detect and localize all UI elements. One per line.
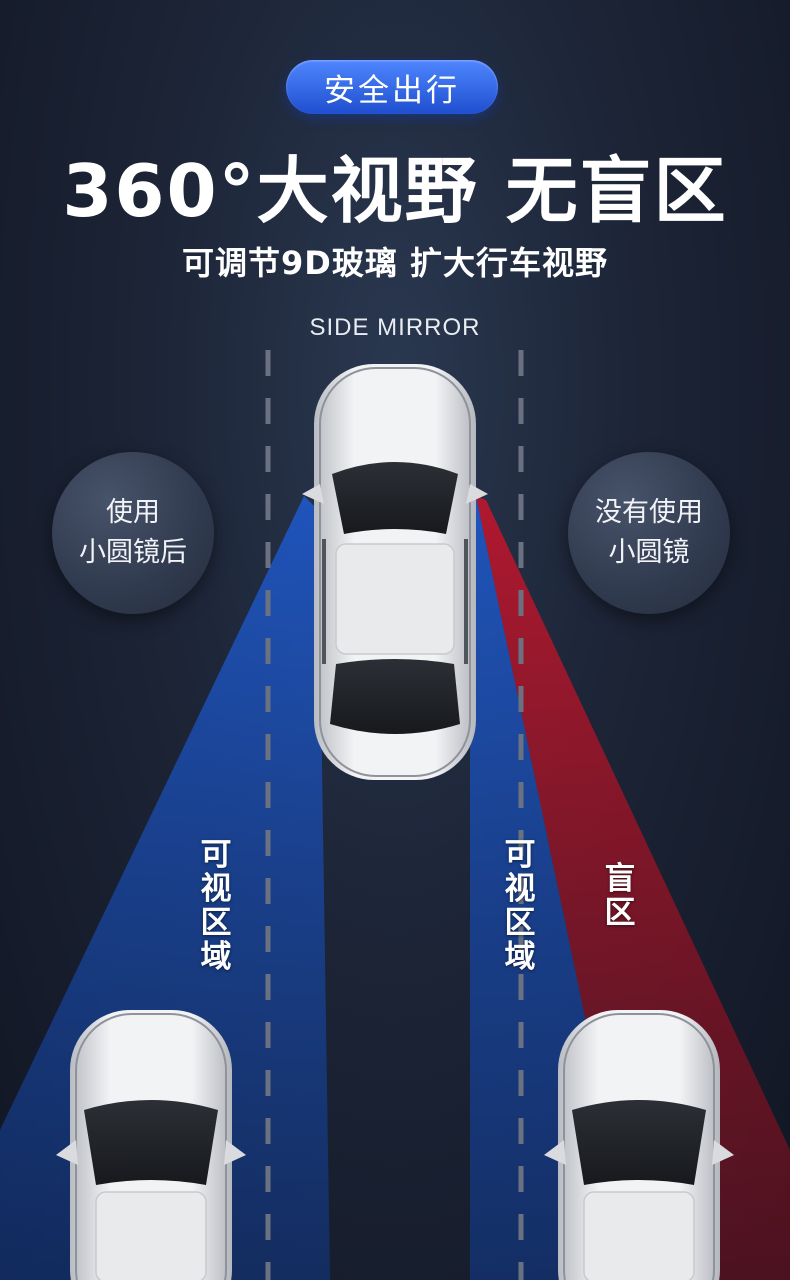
rear-left-car bbox=[56, 1010, 246, 1280]
right-visible-zone-label: 可视区域 bbox=[504, 837, 536, 975]
page-subtitle: 可调节9D玻璃 扩大行车视野 bbox=[182, 244, 608, 282]
bubble-left-line-2: 小圆镜后 bbox=[79, 537, 187, 568]
rear-right-car bbox=[544, 1010, 734, 1280]
left-visible-zone-label: 可视区域 bbox=[200, 837, 232, 975]
bubble-without-mirror: 没有使用 小圆镜 bbox=[568, 452, 730, 614]
bubble-left-line-1: 使用 bbox=[106, 497, 160, 528]
bubble-right-line-2: 小圆镜 bbox=[608, 537, 690, 568]
header-badge: 安全出行 bbox=[286, 60, 498, 114]
blind-zone-label: 盲区 bbox=[604, 861, 636, 931]
bubble-with-mirror: 使用 小圆镜后 bbox=[52, 452, 214, 614]
side-mirror-tag: SIDE MIRROR bbox=[309, 314, 481, 341]
bubble-right-line-1: 没有使用 bbox=[595, 497, 703, 528]
main-car bbox=[302, 364, 488, 780]
page-title: 360°大视野 无盲区 bbox=[62, 149, 728, 233]
